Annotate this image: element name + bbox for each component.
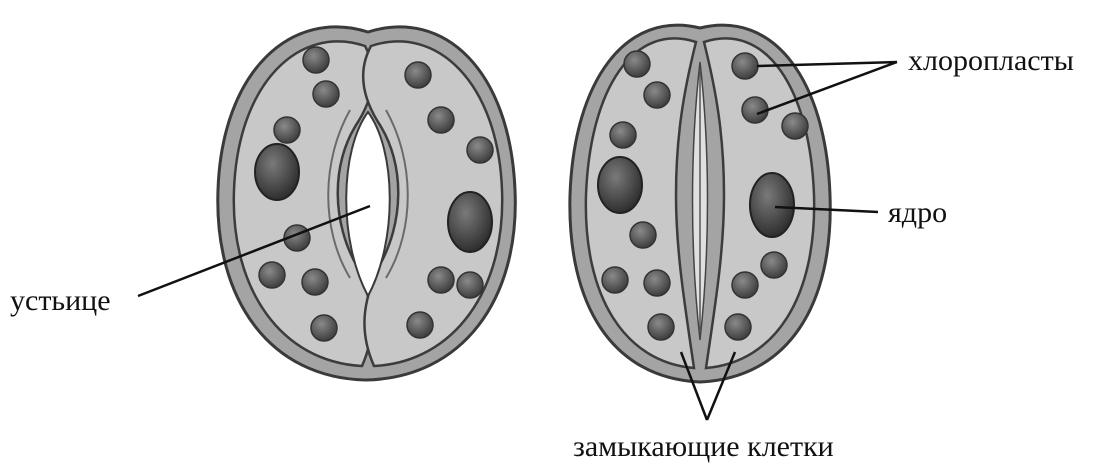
chloroplast — [761, 252, 787, 278]
chloroplast — [732, 53, 758, 79]
chloroplast — [610, 122, 636, 148]
nucleus — [750, 173, 794, 237]
chloroplast — [624, 51, 650, 77]
chloroplast — [405, 62, 431, 88]
closed-stoma — [570, 25, 830, 382]
chloroplast — [457, 272, 483, 298]
chloroplast — [303, 47, 329, 73]
nucleus — [255, 144, 299, 200]
chloroplast — [732, 272, 758, 298]
chloroplasts-label: хлоропласты — [908, 44, 1074, 77]
chloroplast — [428, 107, 454, 133]
chloroplast — [274, 117, 300, 143]
nucleus-label: ядро — [888, 196, 947, 229]
chloroplast — [428, 267, 454, 293]
nucleus — [448, 192, 492, 252]
chloroplast — [742, 97, 768, 123]
chloroplast — [648, 314, 674, 340]
chloroplast — [630, 222, 656, 248]
chloroplast — [311, 315, 337, 341]
chloroplast — [602, 267, 628, 293]
chloroplast — [782, 113, 808, 139]
stoma-label: устьице — [10, 284, 111, 317]
chloroplast — [725, 314, 751, 340]
chloroplast — [644, 270, 670, 296]
chloroplast — [644, 82, 670, 108]
chloroplast — [259, 262, 285, 288]
chloroplast — [407, 312, 433, 338]
chloroplast — [302, 269, 328, 295]
nucleus — [598, 157, 642, 213]
guard-cells-label: замыкающие клетки — [573, 430, 834, 463]
open-stoma — [218, 27, 515, 380]
chloroplast — [313, 81, 339, 107]
chloroplast — [467, 137, 493, 163]
